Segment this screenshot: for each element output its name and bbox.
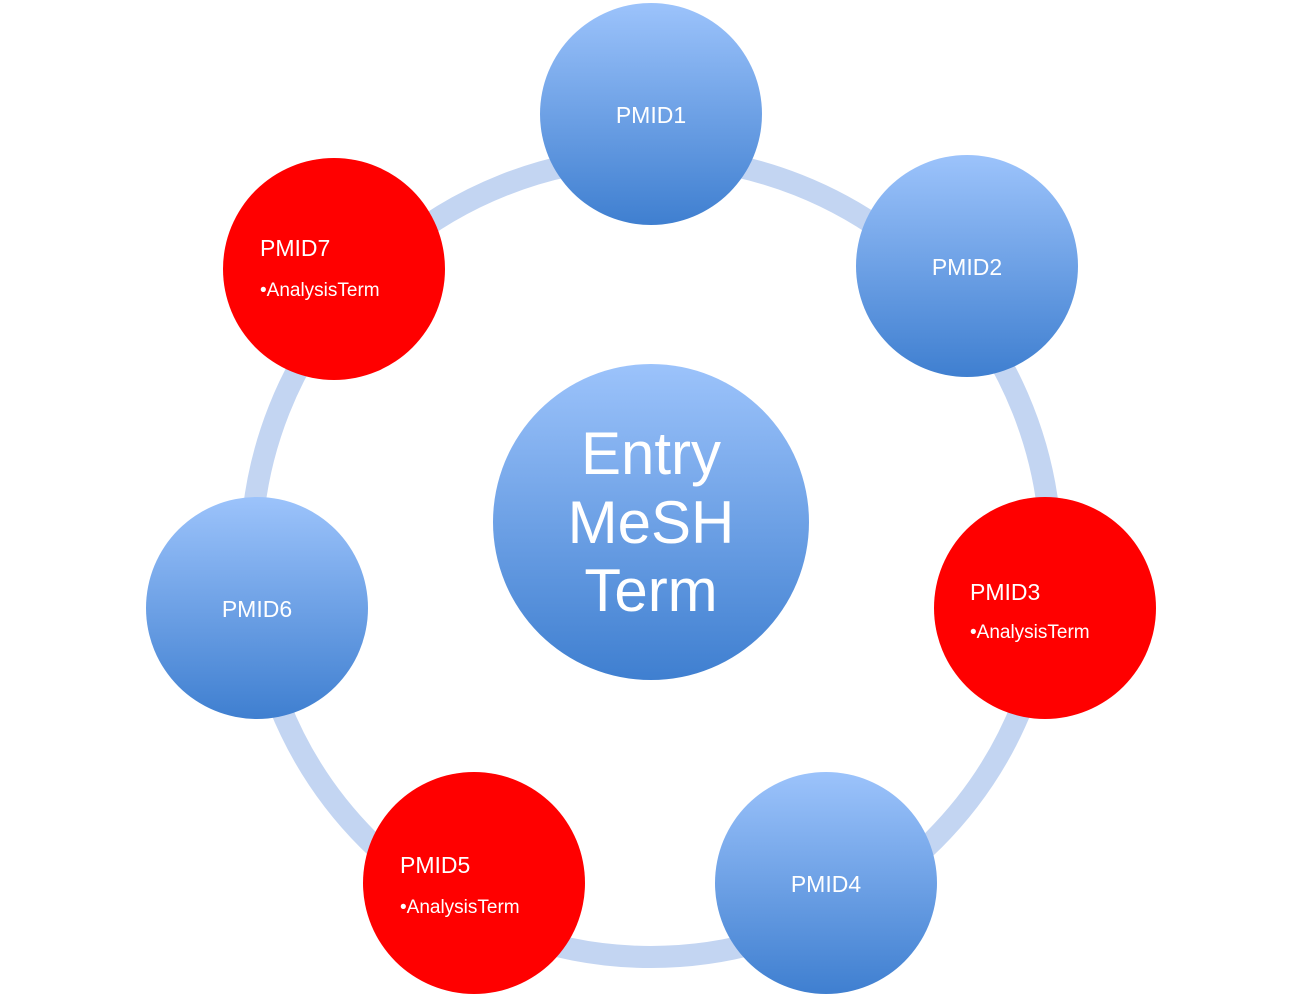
center-label-line-1: Entry — [581, 420, 721, 487]
node-pmid5-analysis-term: •AnalysisTerm — [400, 897, 520, 918]
node-pmid4: PMID4 — [715, 772, 937, 994]
node-pmid1-circle — [540, 3, 762, 225]
center-node: Entry MeSH Term — [493, 364, 809, 680]
node-pmid4-circle — [715, 772, 937, 994]
node-pmid2: PMID2 — [856, 155, 1078, 377]
node-pmid7-analysis-term: •AnalysisTerm — [260, 280, 380, 301]
node-pmid4-title: PMID4 — [791, 871, 862, 897]
node-pmid3-circle — [934, 497, 1156, 719]
node-pmid3-title: PMID3 — [970, 579, 1040, 605]
node-pmid3-analysis-term: •AnalysisTerm — [970, 622, 1090, 643]
node-pmid6-circle — [146, 497, 368, 719]
node-pmid5-circle — [363, 772, 585, 994]
node-pmid7-title: PMID7 — [260, 235, 330, 261]
node-pmid6: PMID6 — [146, 497, 368, 719]
node-pmid5: PMID5 •AnalysisTerm — [363, 772, 585, 994]
node-pmid2-title: PMID2 — [932, 254, 1002, 280]
node-pmid5-title: PMID5 — [400, 852, 470, 878]
node-pmid1: PMID1 — [540, 3, 762, 225]
node-pmid1-title: PMID1 — [616, 102, 686, 128]
node-pmid7: PMID7 •AnalysisTerm — [223, 158, 445, 380]
center-node-circle — [493, 364, 809, 680]
node-pmid2-circle — [856, 155, 1078, 377]
center-label-line-2: MeSH — [568, 489, 735, 556]
center-label-line-3: Term — [584, 557, 717, 624]
node-pmid7-circle — [223, 158, 445, 380]
node-pmid3: PMID3 •AnalysisTerm — [934, 497, 1156, 719]
node-pmid6-title: PMID6 — [222, 596, 292, 622]
